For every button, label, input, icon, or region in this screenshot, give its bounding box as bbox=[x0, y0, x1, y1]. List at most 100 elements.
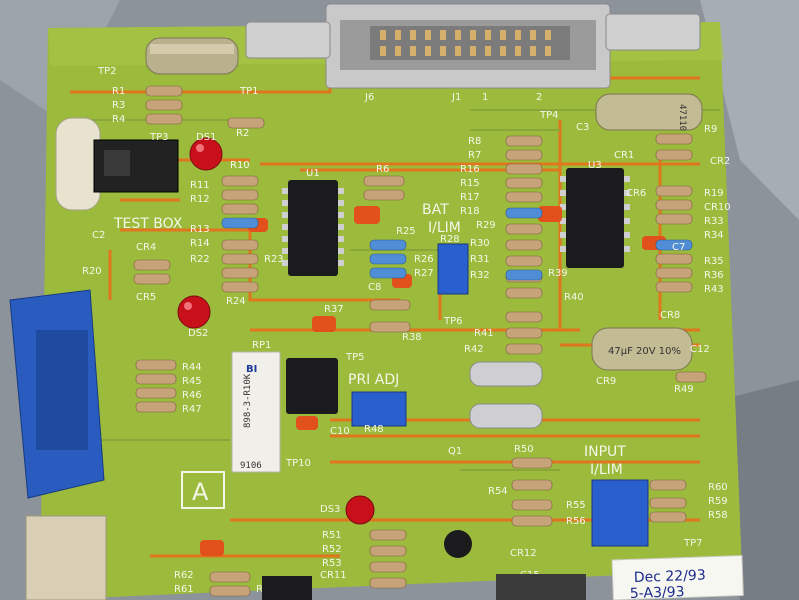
refdes-label: U1 bbox=[306, 168, 320, 179]
refdes-label: C12 bbox=[690, 344, 710, 355]
refdes-label: R38 bbox=[402, 332, 422, 343]
ic-bottom bbox=[262, 576, 312, 600]
refdes-label: R48 bbox=[364, 424, 384, 435]
refdes-label: R2 bbox=[236, 128, 249, 139]
refdes-label: R12 bbox=[190, 194, 210, 205]
refdes-label: R49 bbox=[674, 384, 694, 395]
refdes-label: R26 bbox=[414, 254, 434, 265]
refdes-label: R7 bbox=[468, 150, 481, 161]
input-label: INPUT bbox=[584, 444, 626, 460]
bag-highlight bbox=[700, 0, 799, 220]
refdes-label: R29 bbox=[476, 220, 496, 231]
refdes-label: R24 bbox=[226, 296, 246, 307]
refdes-label: C7 bbox=[672, 242, 685, 253]
refdes-label: R18 bbox=[460, 206, 480, 217]
refdes-label: R10 bbox=[230, 160, 250, 171]
refdes-label: TP2 bbox=[97, 66, 117, 77]
connector-bottom-left bbox=[25, 515, 107, 600]
resistor-network-rp1 bbox=[231, 351, 281, 473]
capacitor-c12 bbox=[591, 327, 693, 371]
refdes-label: R61 bbox=[174, 584, 194, 595]
j6-label: J6 bbox=[364, 92, 374, 103]
refdes-label: CR1 bbox=[614, 150, 634, 161]
pot-input-i-lim bbox=[591, 479, 649, 547]
handwritten-sticker bbox=[611, 554, 744, 600]
refdes-label: DS1 bbox=[196, 132, 216, 143]
handwritten-code: 5-A3/93 bbox=[630, 584, 685, 600]
tantalum-capacitors bbox=[200, 206, 666, 556]
led-ds2-glint bbox=[184, 302, 192, 310]
refdes-label: R11 bbox=[190, 180, 210, 191]
refdes-label: R52 bbox=[322, 544, 342, 555]
refdes-label: R40 bbox=[564, 292, 584, 303]
connector-latch-right bbox=[605, 13, 701, 51]
refdes-label: CR4 bbox=[136, 242, 156, 253]
pri-adj-label: PRI ADJ bbox=[348, 372, 399, 388]
test-box-socket bbox=[104, 150, 130, 176]
refdes-label: R22 bbox=[190, 254, 210, 265]
ic-u3 bbox=[560, 168, 630, 268]
refdes-label: R53 bbox=[322, 558, 342, 569]
refdes-label: R27 bbox=[414, 268, 434, 279]
bat-i-lim-label: I/LIM bbox=[428, 220, 461, 236]
refdes-label: R47 bbox=[182, 404, 202, 415]
led-ds1-glint bbox=[196, 144, 204, 152]
resistor-array bbox=[133, 85, 707, 597]
capacitor-vertical-left bbox=[55, 117, 101, 211]
c3-marking: 47110 bbox=[677, 104, 687, 131]
refdes-label: CR6 bbox=[626, 188, 646, 199]
bat-label: BAT bbox=[422, 202, 449, 218]
refdes-label: R35 bbox=[704, 256, 724, 267]
refdes-label: DS3 bbox=[320, 504, 340, 515]
refdes-label: R28 bbox=[440, 234, 460, 245]
refdes-label: R15 bbox=[460, 178, 480, 189]
board-letter: A bbox=[192, 478, 209, 506]
refdes-label: R39 bbox=[548, 268, 568, 279]
refdes-label: R56 bbox=[566, 516, 586, 527]
refdes-label: R25 bbox=[396, 226, 416, 237]
refdes-label: R1 bbox=[112, 86, 125, 97]
refdes-labels: R1 R3 R4 TP2 TP1 TP3 DS1 R2 C2 R10 R11 R… bbox=[82, 66, 731, 595]
refdes-label: R23 bbox=[264, 254, 284, 265]
refdes-label: R9 bbox=[704, 124, 717, 135]
refdes-label: R54 bbox=[488, 486, 508, 497]
refdes-label: R50 bbox=[514, 444, 534, 455]
j1-label: J1 bbox=[451, 92, 461, 103]
refdes-label: C10 bbox=[330, 426, 350, 437]
rp1-date-code: 9106 bbox=[240, 461, 262, 471]
refdes-label: CR11 bbox=[320, 570, 347, 581]
refdes-label: R62 bbox=[174, 570, 194, 581]
refdes-label: TP1 bbox=[239, 86, 259, 97]
refdes-label: R51 bbox=[322, 530, 342, 541]
refdes-label: R58 bbox=[708, 510, 728, 521]
refdes-label: R59 bbox=[708, 496, 728, 507]
rp1-label: RP1 bbox=[252, 340, 271, 351]
ic-u1 bbox=[282, 180, 344, 276]
refdes-label: CR9 bbox=[596, 376, 616, 387]
refdes-label: R46 bbox=[182, 390, 202, 401]
refdes-label: U3 bbox=[588, 160, 602, 171]
refdes-label: CR8 bbox=[660, 310, 680, 321]
refdes-label: TP10 bbox=[285, 458, 311, 469]
blue-connector-left bbox=[9, 289, 105, 499]
refdes-label: CR10 bbox=[704, 202, 731, 213]
refdes-label: DS2 bbox=[188, 328, 208, 339]
refdes-label: R16 bbox=[460, 164, 480, 175]
refdes-label: C8 bbox=[368, 282, 381, 293]
refdes-label: TP7 bbox=[683, 538, 703, 549]
refdes-label: C3 bbox=[576, 122, 589, 133]
refdes-label: R20 bbox=[82, 266, 102, 277]
led-ds2 bbox=[177, 295, 211, 329]
input-i-lim-label: I/LIM bbox=[590, 462, 623, 478]
refdes-label: CR2 bbox=[710, 156, 730, 167]
refdes-label: R4 bbox=[112, 114, 125, 125]
refdes-label: R8 bbox=[468, 136, 481, 147]
refdes-label: R37 bbox=[324, 304, 344, 315]
pin2-label: 2 bbox=[536, 92, 542, 103]
refdes-label: R36 bbox=[704, 270, 724, 281]
rp1-brand: BI bbox=[246, 364, 257, 375]
refdes-label: R60 bbox=[708, 482, 728, 493]
led-ds3 bbox=[345, 495, 375, 525]
refdes-label: R33 bbox=[704, 216, 724, 227]
